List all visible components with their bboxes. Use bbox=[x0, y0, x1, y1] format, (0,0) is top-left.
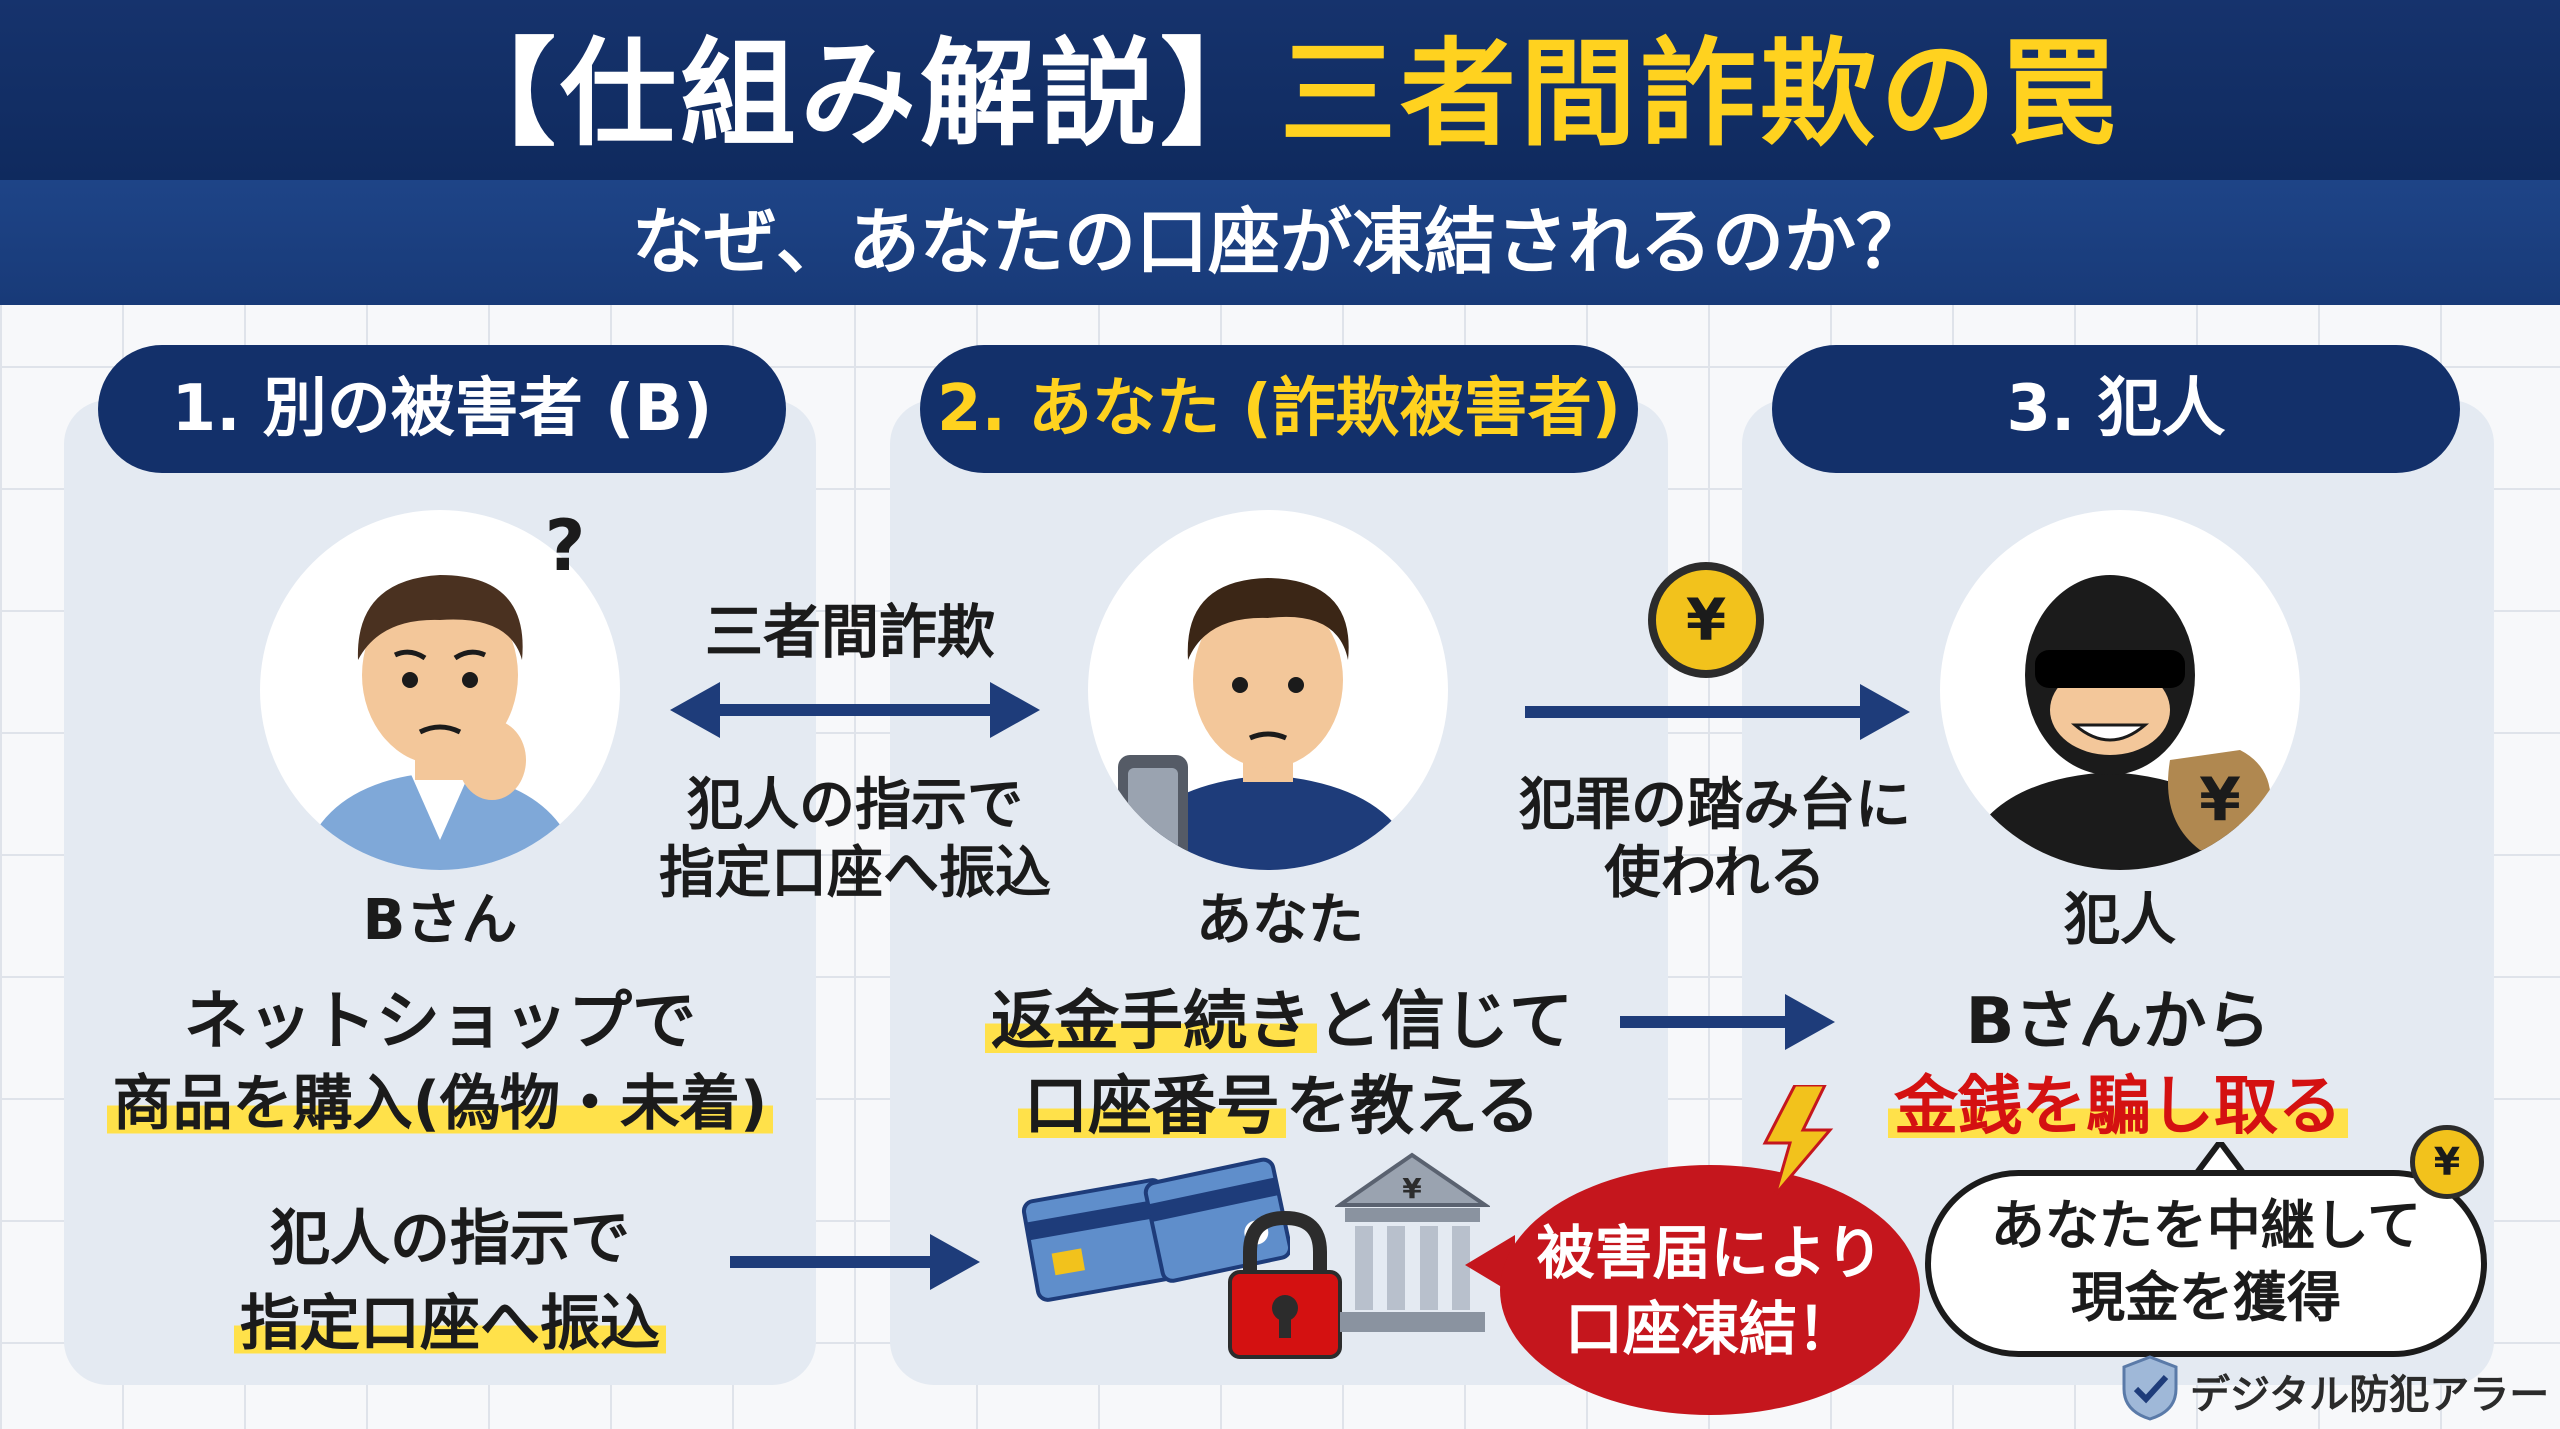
label-anata: あなた bbox=[1196, 888, 1364, 953]
svg-text:¥: ¥ bbox=[1402, 1172, 1422, 1205]
victim-b-action-line1: 犯人の指示で bbox=[270, 1204, 630, 1274]
you-desc-line1: 返金手続きと信じて bbox=[890, 970, 1668, 1062]
worried-man-icon bbox=[300, 575, 580, 870]
bank-icon: ¥ bbox=[1333, 1150, 1492, 1344]
brand-name: デジタル防犯アラート bbox=[2190, 1372, 2560, 1418]
subtitle-banner bbox=[0, 180, 2560, 305]
right-arrow-bottom-icon bbox=[730, 1232, 980, 1292]
freeze-line2: 口座凍結！ bbox=[1564, 1295, 1855, 1363]
criminal-desc-line1: Bさんから bbox=[1965, 985, 2271, 1059]
victim-b-desc-line1: ネットショップで bbox=[184, 985, 696, 1059]
criminal-avatar: ¥ bbox=[1940, 510, 2300, 870]
money-bag-yen-icon: ¥ bbox=[2199, 765, 2241, 835]
lightning-icon bbox=[1755, 1083, 1835, 1199]
yen-coin-small-icon: ¥ bbox=[2410, 1125, 2484, 1199]
victim-b-action-line2: 指定口座へ振込 bbox=[234, 1289, 666, 1359]
broken-card-icon bbox=[1020, 1150, 1293, 1324]
label-hannin: 犯人 bbox=[2064, 888, 2176, 953]
freeze-line1: 被害届により bbox=[1536, 1219, 1884, 1287]
title-main: 三者間詐欺の罠 bbox=[1280, 27, 2120, 162]
criminal-desc-line2: 金銭を騙し取る bbox=[1888, 1070, 2348, 1144]
victim-b-avatar bbox=[260, 510, 620, 870]
yen-coin-icon: ¥ bbox=[1648, 562, 1764, 678]
relay-speech-bubble: あなたを中継して 現金を獲得 bbox=[1925, 1170, 2487, 1357]
question-mark-icon: ? bbox=[544, 505, 586, 587]
padlock-icon bbox=[1225, 1210, 1345, 1364]
you-avatar bbox=[1088, 510, 1448, 870]
shield-check-icon bbox=[2120, 1355, 2180, 1425]
heading-victim-b: 1. 別の被害者 (B) bbox=[98, 345, 786, 473]
arrow-label-three-party-fraud: 三者間詐欺 bbox=[704, 598, 995, 666]
you-desc-line2-rest: を教える bbox=[1285, 1070, 1541, 1144]
account-freeze-bubble: 被害届により 口座凍結！ bbox=[1500, 1165, 1920, 1415]
arrow-label-stepping-stone-line2: 使われる bbox=[1604, 841, 1826, 906]
double-arrow-icon bbox=[670, 680, 1040, 740]
you-desc-line1-highlight: 返金手続き bbox=[985, 985, 1317, 1059]
page-title: 【仕組み解説】三者間詐欺の罠 bbox=[0, 20, 2560, 170]
header-banner bbox=[0, 0, 2560, 180]
title-prefix: 【仕組み解説】 bbox=[440, 27, 1280, 162]
arrow-label-instruction-line1: 犯人の指示で bbox=[687, 773, 1023, 838]
worried-young-man-icon bbox=[1118, 578, 1418, 870]
arrow-label-instruction-line2: 指定口座へ振込 bbox=[659, 841, 1051, 906]
heading-you: 2. あなた (詐欺被害者) bbox=[920, 345, 1638, 473]
you-desc-line1-rest: と信じて bbox=[1317, 985, 1573, 1059]
heading-criminal: 3. 犯人 bbox=[1772, 345, 2460, 473]
label-b-san: Bさん bbox=[362, 888, 518, 953]
masked-thief-icon: ¥ bbox=[1960, 575, 2271, 870]
arrow-label-stepping-stone-line1: 犯罪の踏み台に bbox=[1519, 773, 1911, 838]
you-desc-line2: 口座番号を教える bbox=[890, 1055, 1668, 1147]
relay-line1: あなたを中継して bbox=[1990, 1194, 2422, 1257]
right-arrow-icon bbox=[1525, 682, 1910, 742]
victim-b-desc-line2: 商品を購入(偽物・未着) bbox=[106, 1069, 774, 1139]
right-arrow-mid-icon bbox=[1620, 992, 1835, 1052]
page-subtitle: なぜ、あなたの口座が凍結されるのか？ bbox=[631, 200, 1928, 284]
you-desc-line2-highlight: 口座番号 bbox=[1017, 1070, 1286, 1144]
relay-line2: 現金を獲得 bbox=[2071, 1266, 2341, 1329]
